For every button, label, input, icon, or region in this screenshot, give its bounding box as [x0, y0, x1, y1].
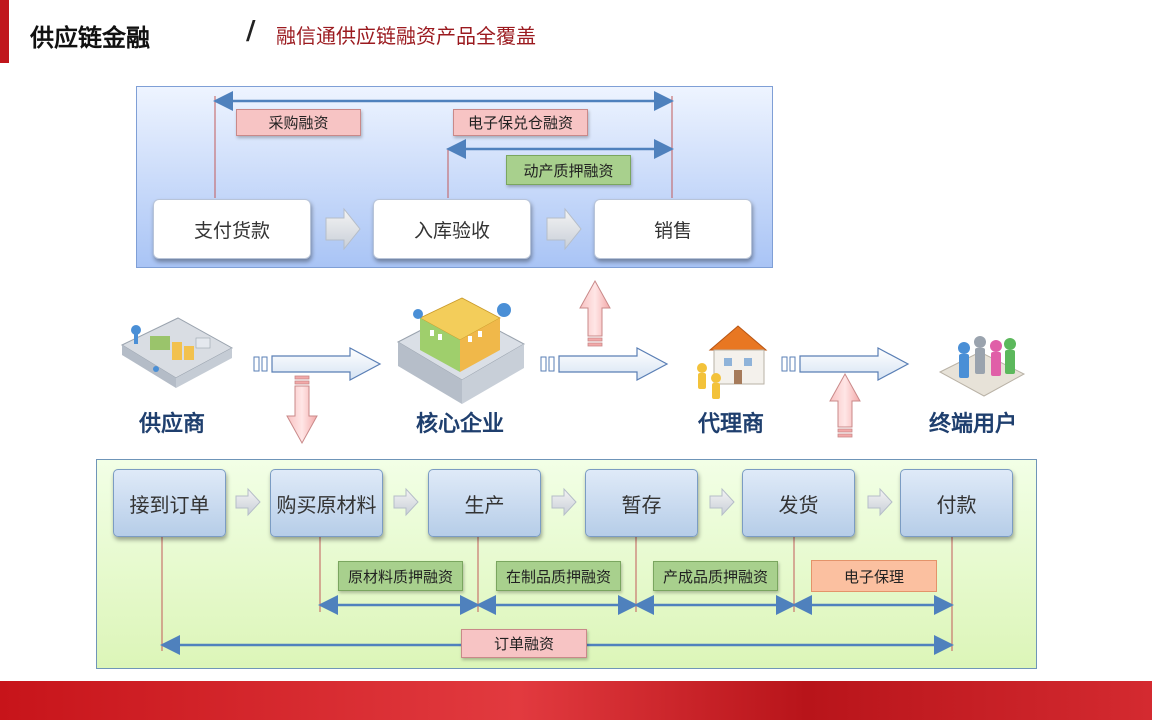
- entity-agent-label: 代理商: [697, 412, 764, 437]
- entity-end-user-label: 终端用户: [928, 412, 1017, 437]
- order-financing-label: 订单融资: [461, 629, 587, 658]
- step-payment: 付款: [900, 469, 1013, 537]
- finished-goods-financing-label: 产成品质押融资: [653, 561, 778, 591]
- step-receive-order: 接到订单: [113, 469, 226, 537]
- e-factoring-label: 电子保理: [811, 560, 937, 592]
- flow-arrow-supplier-core: [253, 347, 382, 381]
- purchase-financing-label: 采购融资: [236, 109, 361, 136]
- footer-bar: [0, 681, 1152, 720]
- end-user-people-icon: [938, 336, 1026, 397]
- down-arrow-to-bottom-flow: [286, 375, 318, 445]
- entity-supplier-label: 供应商: [138, 412, 205, 437]
- flow-arrow-core-agent: [540, 347, 669, 381]
- step-sales: 销售: [594, 199, 752, 259]
- step-shipping: 发货: [742, 469, 855, 537]
- top-step-arrow-2: [546, 207, 582, 251]
- agent-house-icon: [697, 325, 768, 399]
- warehouse-financing-label: 电子保兑仓融资: [453, 109, 588, 136]
- step-temporary-storage: 暂存: [585, 469, 698, 537]
- entity-core-enterprise-label: 核心企业: [415, 412, 504, 437]
- title-separator: /: [246, 16, 256, 46]
- up-arrow-from-bottom-flow: [829, 372, 861, 438]
- page-subtitle: 融信通供应链融资产品全覆盖: [276, 24, 536, 48]
- flow-arrow-agent-user: [781, 347, 910, 381]
- supplier-factory-icon: [120, 317, 234, 388]
- up-arrow-to-top-flow: [579, 279, 611, 347]
- wip-financing-label: 在制品质押融资: [496, 561, 621, 591]
- bottom-step-arrows: [235, 487, 893, 517]
- page-title: 供应链金融: [30, 24, 150, 52]
- step-production: 生产: [428, 469, 541, 537]
- step-warehouse-acceptance: 入库验收: [373, 199, 531, 259]
- raw-material-financing-label: 原材料质押融资: [338, 561, 463, 591]
- top-step-arrow-1: [325, 207, 361, 251]
- title-accent-bar: [0, 0, 9, 63]
- step-pay-goods: 支付货款: [153, 199, 311, 259]
- movable-financing-label: 动产质押融资: [506, 155, 631, 185]
- core-enterprise-building-icon: [396, 297, 526, 404]
- step-buy-raw-materials: 购买原材料: [270, 469, 383, 537]
